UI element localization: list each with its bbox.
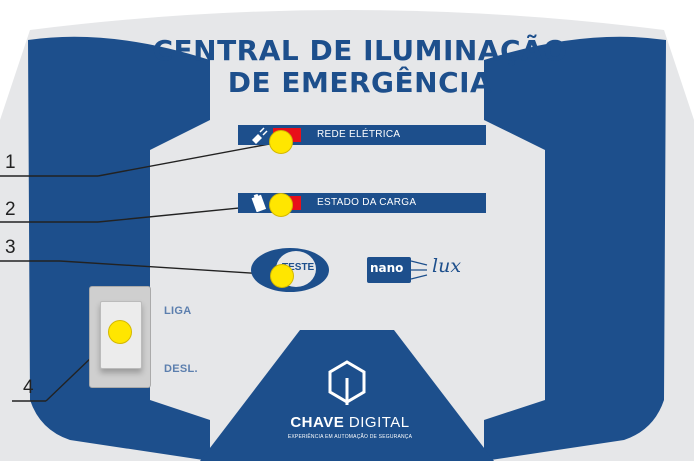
switch-rocker[interactable] xyxy=(100,301,142,369)
mains-power-indicator: REDE ELÉTRICA xyxy=(238,125,486,145)
panel-title-line1: CENTRAL DE ILUMINAÇÃO xyxy=(152,34,568,67)
callout-4: 4 xyxy=(23,377,34,398)
switch-off-label: DESL. xyxy=(164,363,198,375)
brand-tagline: EXPERIÊNCIA EM AUTOMAÇÃO DE SEGURANÇA xyxy=(287,434,413,440)
battery-icon xyxy=(251,194,267,212)
test-button-label: TESTE xyxy=(282,262,315,273)
lux-text: lux xyxy=(432,255,462,277)
panel-title-line2: DE EMERGÊNCIA xyxy=(227,66,493,99)
callout-2: 2 xyxy=(5,199,16,220)
nanolux-logo xyxy=(367,257,477,283)
marker-1 xyxy=(269,130,293,154)
nano-text: nano xyxy=(370,261,404,275)
mains-label: REDE ELÉTRICA xyxy=(317,129,401,140)
left-blue-frame xyxy=(28,36,210,461)
marker-4 xyxy=(108,320,132,344)
power-switch[interactable] xyxy=(89,286,151,388)
marker-3 xyxy=(270,264,294,288)
callout-3: 3 xyxy=(5,237,16,258)
charge-label: ESTADO DA CARGA xyxy=(317,197,417,208)
callout-1: 1 xyxy=(5,152,16,173)
marker-2 xyxy=(269,193,293,217)
brand-name-light: DIGITAL xyxy=(344,414,410,431)
brand-name: CHAVE DIGITAL xyxy=(290,414,410,431)
right-blue-frame xyxy=(484,36,666,461)
switch-on-label: LIGA xyxy=(164,305,192,317)
plug-icon xyxy=(252,127,268,144)
nano-badge xyxy=(367,257,428,283)
chave-digital-logo-icon xyxy=(328,360,366,405)
brand-name-bold: CHAVE xyxy=(290,414,345,431)
